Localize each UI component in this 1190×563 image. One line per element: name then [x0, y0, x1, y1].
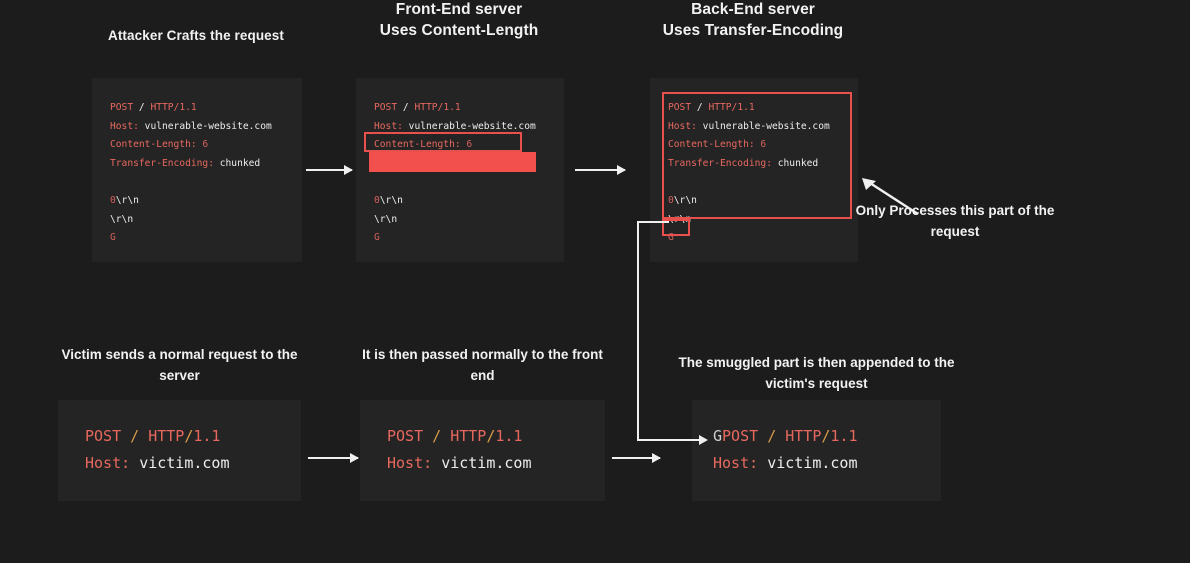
- path-token: /: [696, 102, 703, 113]
- host-header-value: vulnerable-website.com: [408, 120, 536, 132]
- version-token: HTTP/1.1: [150, 102, 197, 113]
- request-code-smuggled-result: GPOST / HTTP/1.1 Host: victim.com: [713, 423, 858, 477]
- heading-attacker-line1: Attacker Crafts the request: [107, 28, 284, 43]
- caption-smuggled-appended: The smuggled part is then appended to th…: [678, 355, 955, 391]
- crlf-token-1: \r\n: [115, 194, 139, 206]
- smuggled-g-token: G: [668, 232, 674, 244]
- chunk-zero-token: 0: [668, 194, 674, 206]
- proto-slash-token: /: [486, 427, 496, 445]
- path-token: /: [138, 102, 145, 113]
- arrow-passed-to-smuggled: [612, 453, 661, 463]
- version-token: HTTP/1.1: [414, 102, 461, 113]
- heading-back-end-subtitle: Uses Transfer-Encoding: [662, 21, 844, 39]
- elbow-connector-segment-bottom: [637, 439, 701, 441]
- highlight-box-processed-request: [662, 92, 852, 219]
- crlf-token-2: \r\n: [110, 213, 134, 225]
- chunk-zero-token: 0: [374, 194, 380, 206]
- proto-slash-token: /: [184, 427, 194, 445]
- host-header-key: Host:: [85, 454, 131, 472]
- host-header-key: Host:: [668, 120, 697, 132]
- request-code-passed: POST / HTTP/1.1 Host: victim.com: [387, 423, 532, 477]
- request-panel-back-end: POST / HTTP/1.1 Host: vulnerable-website…: [650, 78, 858, 262]
- highlight-box-content-length: [364, 132, 522, 152]
- content-length-value: 6: [466, 139, 473, 151]
- smuggled-g-token: G: [110, 232, 116, 244]
- host-header-value: vulnerable-website.com: [144, 120, 272, 132]
- host-header-key: Host:: [713, 454, 759, 472]
- content-length-key: Content-Length:: [668, 139, 755, 151]
- request-panel-attacker: POST / HTTP/1.1 Host: vulnerable-website…: [92, 78, 302, 262]
- heading-back-end-title: Back-End server: [691, 1, 815, 18]
- elbow-connector-segment-top: [637, 221, 669, 223]
- path-token: /: [767, 427, 777, 445]
- transfer-encoding-key: Transfer-Encoding:: [110, 157, 214, 169]
- proto-slash-token: /: [821, 427, 831, 445]
- version-number-token: 1.1: [495, 427, 523, 445]
- path-token: /: [402, 102, 409, 113]
- heading-back-end: Back-End server Uses Transfer-Encoding: [650, 0, 856, 42]
- heading-front-end-title: Front-End server: [395, 1, 523, 18]
- heading-front-end-subtitle: Uses Content-Length: [379, 21, 539, 39]
- elbow-connector-segment-vertical: [637, 221, 639, 441]
- smuggled-g-token: G: [374, 232, 380, 244]
- request-panel-smuggled-result: GPOST / HTTP/1.1 Host: victim.com: [692, 400, 941, 501]
- arrow-victim-to-passed: [308, 453, 359, 463]
- path-token: /: [130, 427, 140, 445]
- transfer-encoding-value: chunked: [777, 157, 819, 169]
- crlf-token-1: \r\n: [673, 194, 697, 206]
- caption-victim-request: Victim sends a normal request to the ser…: [61, 347, 298, 383]
- request-panel-passed: POST / HTTP/1.1 Host: victim.com: [360, 400, 605, 501]
- host-header-value: victim.com: [139, 454, 230, 472]
- content-length-value: 6: [202, 139, 209, 151]
- request-code-victim: POST / HTTP/1.1 Host: victim.com: [85, 423, 230, 477]
- version-number-token: 1.1: [193, 427, 221, 445]
- method-token: POST: [110, 102, 134, 113]
- caption-passed-to-front-end: It is then passed normally to the front …: [362, 347, 603, 383]
- heading-attacker: Attacker Crafts the request: [78, 27, 314, 45]
- crlf-token-1: \r\n: [379, 194, 403, 206]
- method-token: POST: [374, 102, 398, 113]
- method-token: POST: [668, 102, 692, 113]
- version-number-token: 1.1: [830, 427, 858, 445]
- elbow-connector-arrowhead-icon: [699, 435, 708, 445]
- content-length-key: Content-Length:: [110, 139, 197, 151]
- path-token: /: [432, 427, 442, 445]
- method-token: POST: [85, 427, 122, 445]
- content-length-key: Content-Length:: [374, 139, 461, 151]
- host-header-key: Host:: [110, 120, 139, 132]
- arrow-attacker-to-front-end: [306, 165, 353, 175]
- method-token: POST: [387, 427, 424, 445]
- caption-only-processes: Only Processes this part of the request: [855, 203, 1055, 239]
- arrow-front-end-to-back-end: [575, 165, 626, 175]
- proto-token: HTTP: [785, 427, 822, 445]
- request-code-front-end: POST / HTTP/1.1 Host: vulnerable-website…: [374, 99, 536, 248]
- host-header-value: vulnerable-website.com: [702, 120, 830, 132]
- highlight-box-smuggled-g: [662, 219, 690, 236]
- host-header-key: Host:: [387, 454, 433, 472]
- smuggled-prefix-token: G: [713, 427, 723, 445]
- callout-arrow-icon: [862, 178, 919, 216]
- request-panel-victim: POST / HTTP/1.1 Host: victim.com: [58, 400, 301, 501]
- host-header-key: Host:: [374, 120, 403, 132]
- highlight-fill-transfer-encoding: [369, 152, 536, 172]
- heading-front-end: Front-End server Uses Content-Length: [358, 0, 560, 42]
- content-length-value: 6: [760, 139, 767, 151]
- proto-token: HTTP: [148, 427, 185, 445]
- crlf-token-2: \r\n: [374, 213, 398, 225]
- method-token: POST: [722, 427, 759, 445]
- version-token: HTTP/1.1: [708, 102, 755, 113]
- transfer-encoding-value: chunked: [219, 157, 261, 169]
- chunk-zero-token: 0: [110, 194, 116, 206]
- host-header-value: victim.com: [767, 454, 858, 472]
- host-header-value: victim.com: [441, 454, 532, 472]
- request-code-attacker: POST / HTTP/1.1 Host: vulnerable-website…: [110, 99, 272, 248]
- transfer-encoding-key: Transfer-Encoding:: [668, 157, 772, 169]
- proto-token: HTTP: [450, 427, 487, 445]
